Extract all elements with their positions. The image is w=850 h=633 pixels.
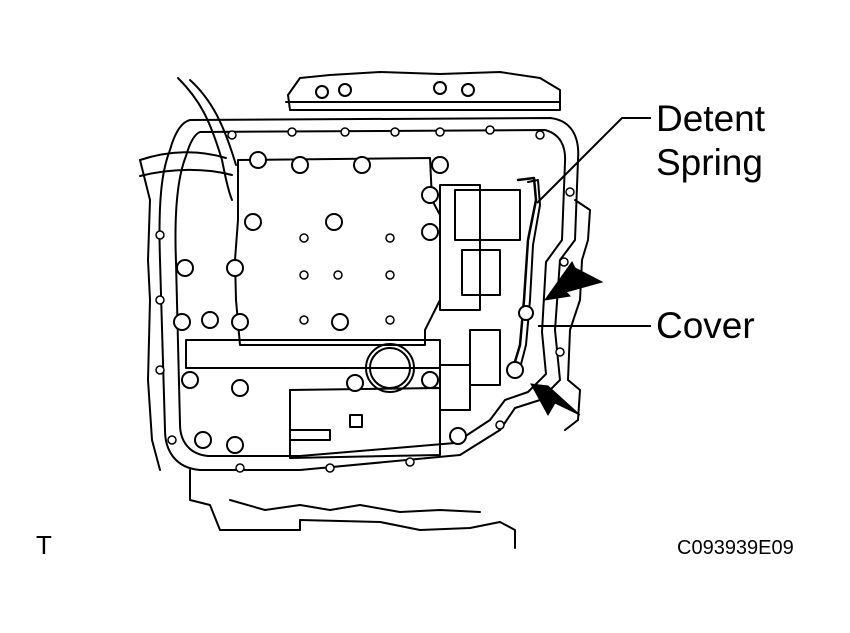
gasket-hole [495, 420, 505, 430]
lower-pipe [289, 429, 331, 441]
figure-code: C093939E09 [677, 537, 794, 559]
gasket-hole [559, 257, 569, 267]
oil-pan-inner [174, 129, 567, 457]
bolt [226, 259, 244, 277]
bolt [291, 156, 309, 174]
accumulator-cylinder [365, 343, 415, 393]
bolt [338, 83, 352, 97]
bolt [461, 83, 475, 97]
bolt [173, 313, 191, 331]
lower-housing [289, 387, 441, 459]
gasket-hole [155, 230, 165, 240]
bolt [201, 311, 219, 329]
gasket-hole [227, 130, 237, 140]
arrow-lower [530, 383, 581, 417]
bolt [449, 427, 467, 445]
solenoid-column [439, 184, 481, 311]
detent-spring-label-line2: Spring [656, 142, 763, 183]
gasket-hole [299, 233, 309, 243]
bolt [421, 223, 439, 241]
right-casting [564, 199, 591, 431]
detent-spring-leader [536, 117, 651, 204]
lower-port [349, 414, 363, 428]
bolt [433, 81, 447, 95]
wire-lead [139, 151, 227, 161]
gasket-hole [167, 435, 177, 445]
gasket-hole [385, 270, 395, 280]
bolt [331, 313, 349, 331]
gasket-hole [299, 270, 309, 280]
lower-solenoid [439, 364, 471, 411]
gasket-hole [287, 127, 297, 137]
gasket-hole [535, 130, 545, 140]
bolt [346, 374, 364, 392]
bolt [325, 213, 343, 231]
case-skirt-line [229, 499, 481, 513]
wire-lead-2 [139, 168, 233, 177]
bolt [181, 371, 199, 389]
detent-spring [512, 176, 538, 367]
solenoid-upper [454, 189, 521, 241]
bolt [231, 379, 249, 397]
gasket-hole [485, 125, 495, 135]
solenoid-block [461, 249, 501, 296]
bolt [226, 436, 244, 454]
bolt [421, 371, 439, 389]
bolt [506, 361, 524, 379]
gasket-hole [155, 365, 165, 375]
arrow-upper [543, 261, 604, 301]
lower-bracket [469, 329, 501, 386]
gasket-hole [385, 233, 395, 243]
gasket-hole [333, 270, 343, 280]
left-casting [139, 159, 161, 471]
gasket-hole [435, 127, 445, 137]
gasket-hole [299, 315, 309, 325]
gasket-hole [555, 347, 565, 357]
bolt [249, 151, 267, 169]
cover-label: Cover [656, 305, 755, 346]
detent-spring-label-line1: Detent [656, 98, 766, 139]
bolt [176, 259, 194, 277]
wire-harness-2 [189, 79, 237, 166]
wire-harness [177, 77, 233, 201]
bolt [353, 156, 371, 174]
bolt [315, 85, 329, 99]
oil-pan-outline [158, 117, 580, 471]
gasket-hole [385, 315, 395, 325]
top-bracket [287, 71, 561, 111]
bolt [244, 213, 262, 231]
gasket-hole [390, 127, 400, 137]
detent-spring-label: Detent Spring [656, 97, 765, 185]
gasket-hole [325, 463, 335, 473]
view-marker: T [36, 530, 52, 560]
gasket-hole [155, 295, 165, 305]
bolt [421, 186, 439, 204]
bolt [194, 431, 212, 449]
bolt [518, 305, 534, 321]
detent-spring-2 [519, 179, 541, 369]
gasket-hole [340, 127, 350, 137]
bolt [231, 313, 249, 331]
gasket-hole [565, 187, 575, 197]
gasket-hole [405, 457, 415, 467]
gasket-hole [235, 463, 245, 473]
bolt [431, 156, 449, 174]
case-skirt [189, 469, 516, 549]
